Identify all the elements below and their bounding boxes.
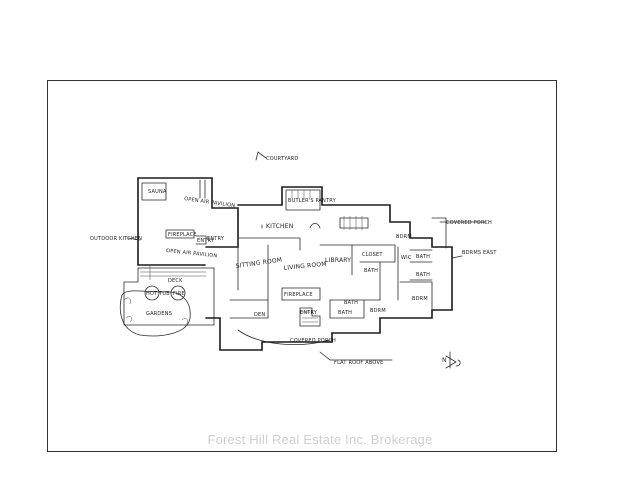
dining-table: [339, 217, 369, 229]
watermark: Forest Hill Real Estate Inc. Brokerage: [207, 432, 433, 447]
label-north: N: [442, 357, 447, 364]
label-bath-right: BATH: [416, 272, 430, 278]
pavilion-walls: [137, 177, 239, 248]
stair-treads: [302, 311, 318, 323]
fireplace-mid-box: [281, 287, 321, 301]
north-arrow: [445, 351, 457, 369]
label-living-room: LIVING ROOM: [283, 261, 327, 272]
pantry-shelves: [291, 190, 311, 198]
drawing-sheet: [47, 80, 557, 452]
interior-walls-center: [319, 244, 396, 301]
label-sauna: SAUNA: [148, 189, 167, 195]
label-closet: CLOSET: [362, 252, 383, 258]
label-den: DEN: [254, 312, 265, 318]
label-bath-lower: BATH: [344, 300, 358, 306]
label-bath-mid: BATH: [364, 268, 378, 274]
sauna-room: [141, 182, 167, 201]
deck-boards: [140, 266, 206, 280]
label-bdrm-top: BDRM: [396, 234, 412, 240]
label-entry-left: ENTRY: [207, 236, 225, 242]
stair: [299, 307, 321, 327]
den-walls: [229, 299, 269, 319]
pavilion-stair: [195, 235, 207, 245]
label-pav-entry: ENTRY: [197, 238, 215, 244]
courtyard-leader: [255, 151, 267, 161]
north-arrow-tail: [455, 359, 461, 367]
label-courtyard: COURTYARD: [266, 156, 298, 162]
pavilion-posts: [199, 179, 206, 199]
house-outline: [205, 186, 453, 351]
label-flat-roof: FLAT ROOF ABOVE: [334, 360, 383, 366]
covered-porch-top: [431, 217, 447, 249]
door-swings: [261, 223, 321, 229]
label-wic: WIC: [401, 255, 412, 261]
hot-tub: [144, 285, 160, 301]
pavilion-outer-wall: [137, 177, 206, 266]
label-bdrm-right: BDRM: [412, 296, 428, 302]
label-outdoor-kitchen: OUTDOOR KITCHEN: [90, 236, 142, 242]
label-bdrm-lower: BDRM: [370, 308, 386, 314]
dining-chairs: [343, 216, 363, 230]
bdrm-right-walls: [399, 281, 433, 311]
label-fireplace-mid: FIREPLACE: [284, 292, 313, 298]
label-covered-porch-top: COVERED PORCH: [446, 220, 492, 226]
fire-pit: [170, 285, 186, 301]
butlers-pantry: [285, 189, 321, 211]
flat-roof-leader: [319, 351, 393, 361]
deck-outline: [123, 267, 215, 326]
label-deck: DECK: [168, 278, 183, 284]
label-bath-top: BATH: [416, 254, 430, 260]
label-fire: FIRE: [173, 291, 185, 297]
garden-shrubs: [123, 297, 188, 327]
interior-walls-east: [397, 246, 433, 301]
label-fireplace: FIREPLACE: [168, 232, 197, 238]
label-library: LIBRARY: [325, 257, 351, 264]
interior-walls-west: [237, 237, 301, 301]
label-bath-lower2: BATH: [338, 310, 352, 316]
label-butlers-pantry: BUTLER'S PANTRY: [288, 198, 337, 204]
label-hot-tub: HOT TUB: [146, 291, 170, 297]
outdoor-kitchen-leader: [127, 237, 141, 241]
bdrms-east-leader: [451, 255, 463, 259]
covered-porch-bottom-arc: [237, 329, 331, 345]
label-kitchen: KITCHEN: [266, 223, 293, 230]
lower-baths: [329, 299, 381, 319]
label-entry-main: ENTRY: [300, 310, 318, 316]
label-covered-porch-bottom: COVERED PORCH: [290, 338, 336, 344]
label-sitting-room: SITTING ROOM: [235, 257, 282, 270]
label-open-air-pavilion: OPEN AIR PAVILION: [166, 248, 218, 259]
garden-outline: [119, 290, 191, 337]
fireplace-box: [165, 229, 195, 239]
label-gardens: GARDENS: [146, 311, 172, 317]
label-bdrms-east: BDRMS EAST: [462, 250, 497, 256]
label-garage-pavilion: OPEN AIR PAVILION: [184, 196, 236, 209]
